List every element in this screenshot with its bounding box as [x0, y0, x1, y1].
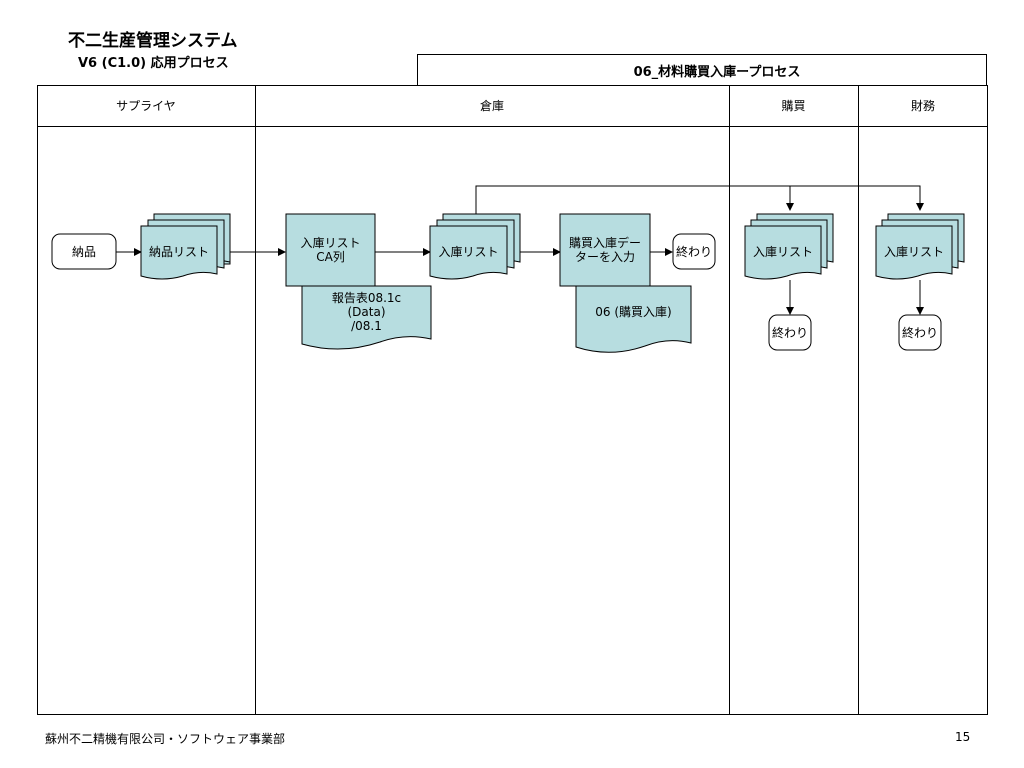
end-purchasing-terminator: [768, 314, 812, 351]
end-finance-label: 終わり: [901, 325, 938, 340]
nyuko-list-purchasing-multidoc: [744, 213, 834, 280]
report-label: 報告表08.1c (Data) /08.1: [331, 291, 402, 333]
connector-to-finance: [790, 185, 924, 211]
process-title: 06_材料購買入庫ープロセス: [417, 54, 987, 85]
lane-divider: [858, 85, 859, 715]
footer-company: 蘇州不二精機有限公司・ソフトウェア事業部: [45, 732, 286, 746]
nyuko-ca-label: 入庫リスト CA列: [300, 236, 361, 264]
nouhin-label: 納品: [71, 244, 96, 259]
doc-06-document: [575, 285, 692, 353]
nouhin-list-multidoc: [140, 213, 231, 280]
system-title: 不二生産管理システム: [68, 31, 238, 51]
nouhin-list-label: 納品リスト: [148, 245, 209, 259]
end-warehouse-label: 終わり: [675, 244, 712, 259]
lane-header-purchasing: 購買: [729, 85, 858, 127]
page-number: 15: [955, 730, 971, 744]
nyuko-list-finance-multidoc: [875, 213, 965, 280]
lane-header-supplier: サプライヤ: [37, 85, 255, 127]
connector-to-purchasing: [475, 185, 794, 214]
swimlane-frame: [37, 85, 988, 715]
nyuko-list-warehouse-multidoc: [429, 213, 521, 280]
end-warehouse-terminator: [672, 233, 716, 270]
doc-06-label: 06 (購買入庫): [595, 305, 672, 319]
data-entry-label: 購買入庫デー ターを入力: [568, 236, 641, 264]
nyuko-list-purchasing-label: 入庫リスト: [752, 245, 813, 259]
lane-divider: [729, 85, 730, 715]
lane-divider: [255, 85, 256, 715]
data-entry-process: [559, 213, 651, 287]
end-purchasing-label: 終わり: [771, 325, 808, 340]
nyuko-ca-process: [285, 213, 376, 287]
nouhin-terminator: [51, 233, 117, 270]
lane-header-warehouse: 倉庫: [255, 85, 729, 127]
end-finance-terminator: [898, 314, 942, 351]
lane-header-finance: 財務: [858, 85, 988, 127]
nyuko-list-warehouse-label: 入庫リスト: [438, 245, 499, 259]
report-document: [301, 285, 432, 350]
nyuko-list-finance-label: 入庫リスト: [883, 245, 944, 259]
system-subtitle: V6 (C1.0) 応用プロセス: [78, 56, 229, 71]
